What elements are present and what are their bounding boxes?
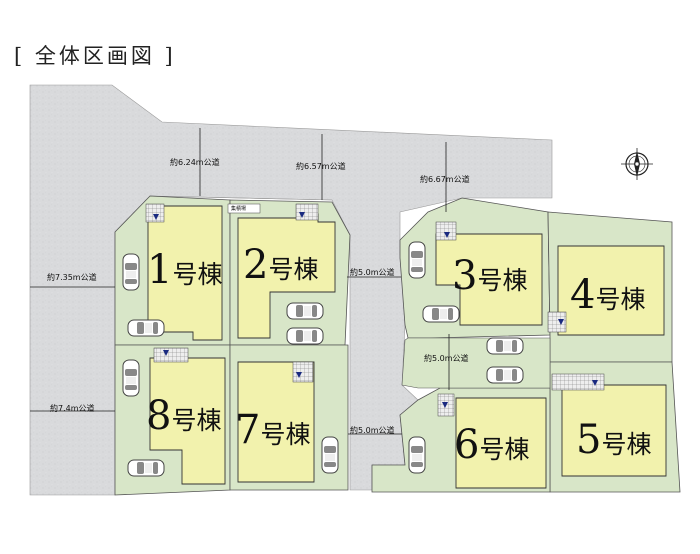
- lot-number: 5: [576, 417, 602, 463]
- car-icon: [408, 436, 426, 474]
- lot-label-5: 5号棟: [576, 420, 651, 460]
- lot-number: 7: [235, 407, 261, 453]
- road-label-north-center: 約6.57m公道: [296, 162, 346, 171]
- stair-icon: [435, 221, 457, 241]
- car-icon: [408, 241, 426, 279]
- road-edge: [149, 195, 333, 201]
- lot-suffix: 号棟: [479, 435, 530, 464]
- car-icon: [122, 253, 140, 291]
- road-label-internal-upper: 約5.0m公道: [350, 268, 395, 277]
- house-5: [561, 384, 667, 477]
- entrance-marker-icon: [299, 212, 305, 218]
- car-icon: [321, 436, 339, 474]
- road-label-north-east: 約6.67m公道: [420, 175, 470, 184]
- lot-label-7: 7号棟: [235, 410, 310, 450]
- car-icon: [286, 302, 324, 320]
- car-icon: [286, 327, 324, 345]
- entrance-marker-icon: [444, 232, 450, 238]
- car-icon: [122, 359, 140, 397]
- entrance-marker-icon: [163, 350, 169, 356]
- lot-number: 2: [243, 242, 269, 288]
- lot-number: 3: [452, 253, 478, 299]
- entrance-marker-icon: [442, 402, 448, 408]
- entrance-marker-icon: [558, 319, 564, 325]
- lot-suffix: 号棟: [260, 420, 311, 449]
- house-4: [557, 245, 665, 336]
- lot-suffix: 号棟: [595, 285, 646, 314]
- lot-number: 4: [570, 272, 596, 318]
- car-icon: [486, 337, 524, 355]
- road-label-internal-east: 約5.0m公道: [424, 354, 469, 363]
- houses-layer: [147, 205, 667, 489]
- lot-suffix: 号棟: [268, 255, 319, 284]
- lot-number: 6: [454, 422, 480, 468]
- lot-number: 8: [146, 393, 172, 439]
- garbage-collection-point: [227, 203, 261, 214]
- entrance-markers: [153, 212, 598, 408]
- stair-icon: [547, 311, 567, 333]
- lot-label-1: 1号棟: [147, 250, 222, 290]
- house-8: [149, 357, 226, 485]
- lot-suffix: 号棟: [477, 266, 528, 295]
- compass-icon: [621, 148, 653, 180]
- road-label-north-west: 約6.24m公道: [170, 158, 220, 167]
- lot-suffix: 号棟: [172, 260, 223, 289]
- lot-suffix: 号棟: [601, 430, 652, 459]
- lot-label-6: 6号棟: [454, 425, 529, 465]
- stair-icon: [153, 347, 189, 363]
- house-6: [455, 397, 547, 489]
- car-icon: [127, 319, 165, 337]
- car-icon: [486, 366, 524, 384]
- lot-label-4: 4号棟: [570, 275, 645, 315]
- lot-label-8: 8号棟: [146, 396, 221, 436]
- car-icon: [422, 305, 460, 323]
- stair-icon: [551, 373, 605, 391]
- road-label-west-upper: 約7.35m公道: [47, 273, 97, 282]
- stair-icon: [292, 361, 314, 383]
- stair-icon: [145, 203, 165, 223]
- garbage-collection-label: 集積場: [231, 206, 247, 212]
- road-label-west-lower: 約7.4m公道: [50, 404, 95, 413]
- lot-number: 1: [147, 247, 173, 293]
- entrance-porches: [145, 203, 605, 417]
- entrance-marker-icon: [592, 380, 598, 386]
- road-label-internal-lower: 約5.0m公道: [350, 426, 395, 435]
- entrance-marker-icon: [296, 372, 302, 378]
- entrance-marker-icon: [153, 214, 159, 220]
- page-title: [ 全体区画図 ]: [14, 44, 176, 68]
- lot-label-3: 3号棟: [452, 256, 527, 296]
- house-3: [435, 233, 543, 326]
- lot-label-2: 2号棟: [243, 245, 318, 285]
- car-icon: [127, 459, 165, 477]
- lot-suffix: 号棟: [171, 406, 222, 435]
- dimension-lines: [30, 128, 450, 435]
- house-7: [237, 361, 315, 483]
